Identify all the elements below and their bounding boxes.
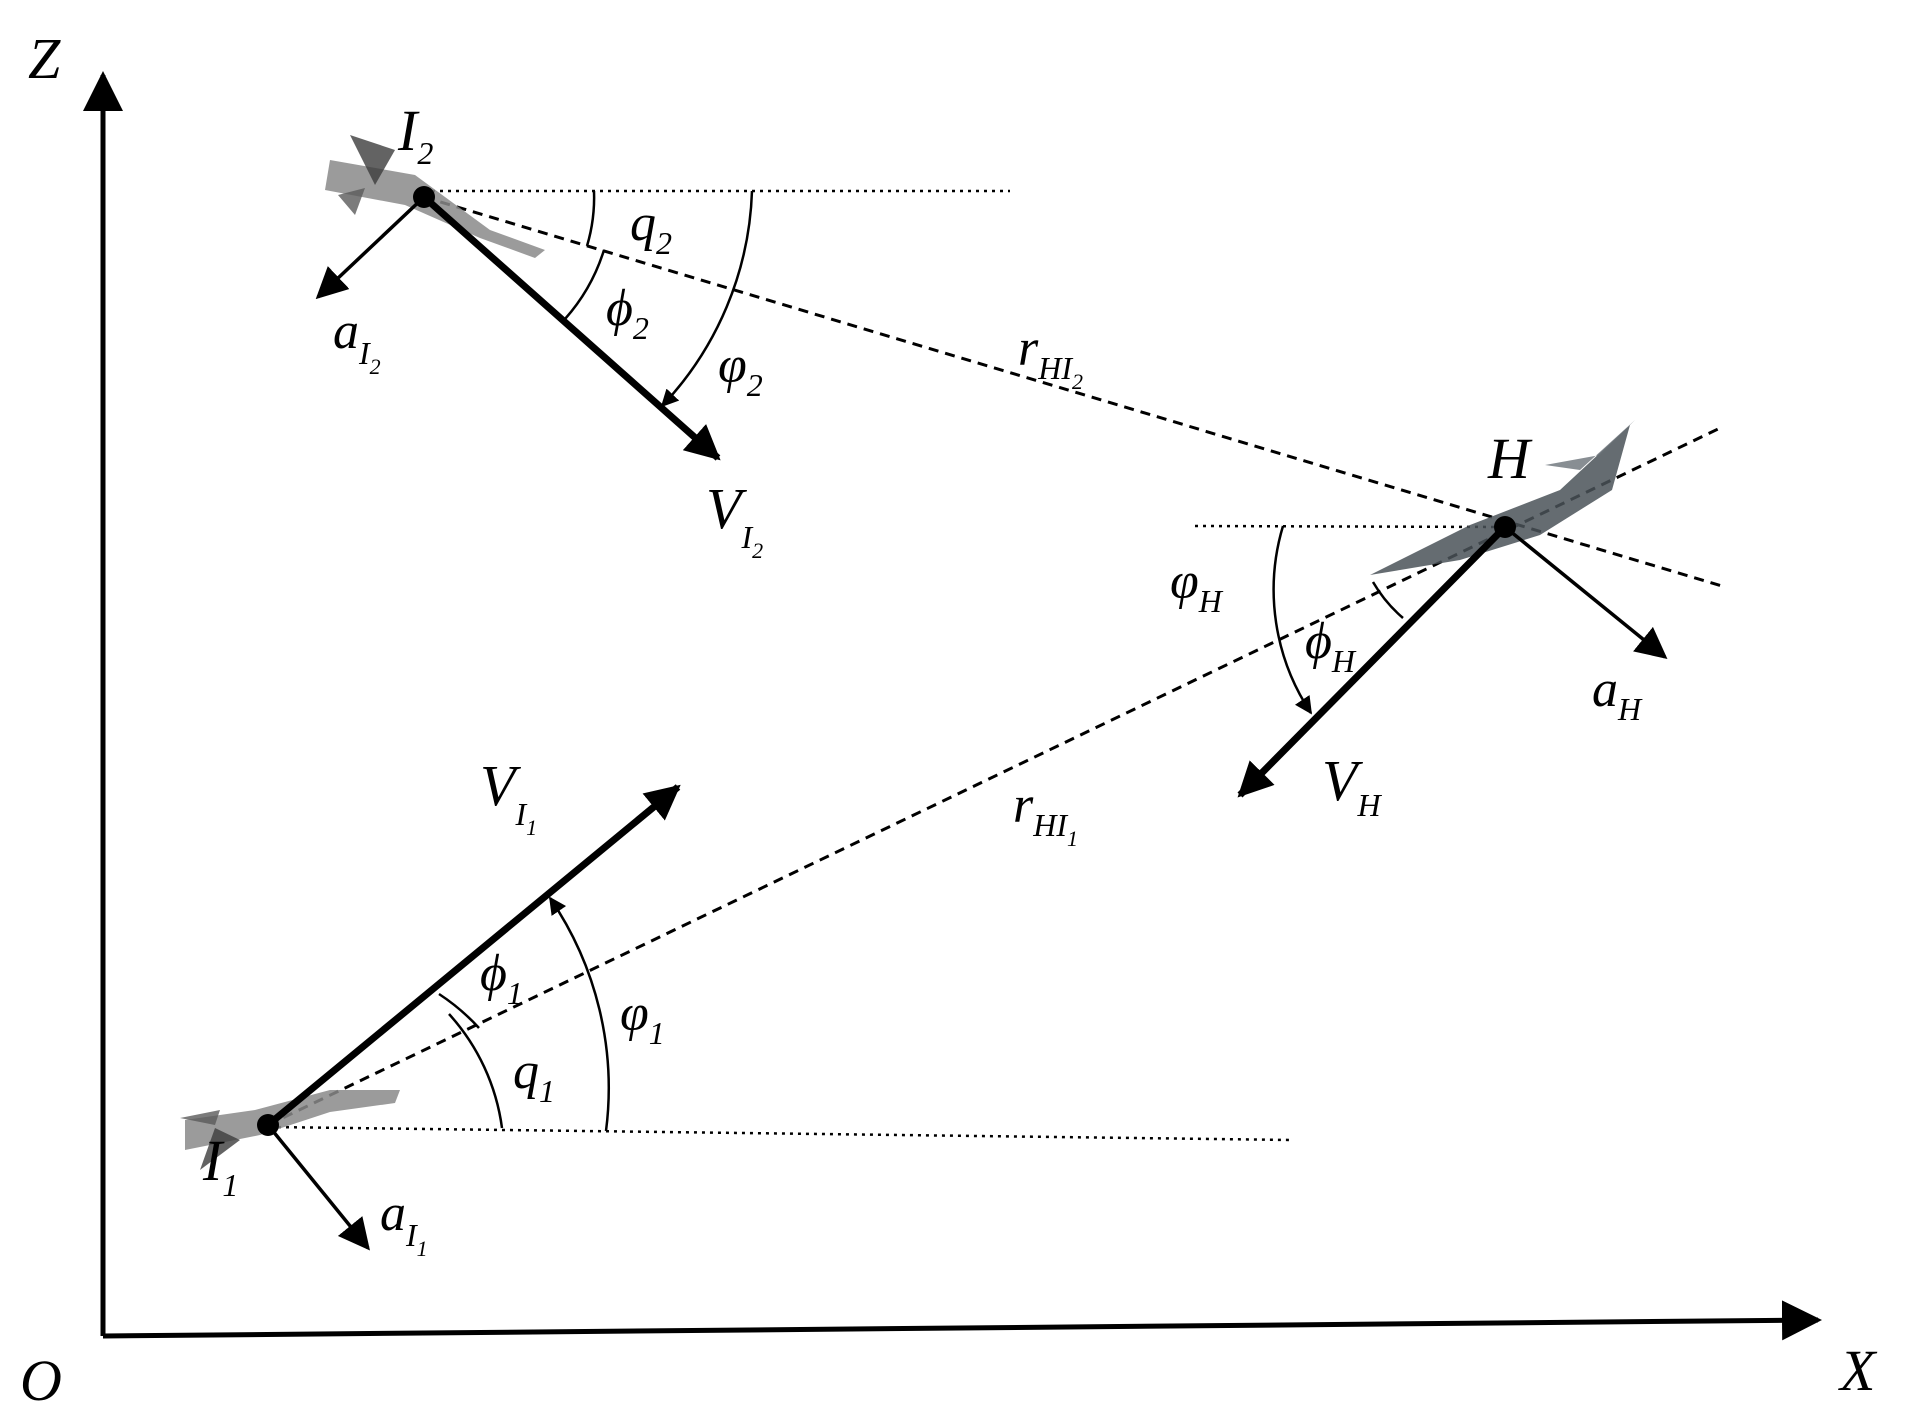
angle-label-path1: ϕ1 <box>480 945 523 1011</box>
line-of-sight-i1-h <box>267 427 1719 1127</box>
target-aircraft-icon <box>1370 420 1635 575</box>
range-label-r2: rHI2 <box>1018 320 1083 394</box>
angle-arc-leadH <box>1272 525 1313 715</box>
accel-vector-i1 <box>266 1123 370 1251</box>
angle-label-lead2: φ2 <box>718 337 763 403</box>
angle-arc-path1 <box>438 992 480 1029</box>
interceptor-1-label: I1 <box>202 1128 238 1203</box>
velocity-label-i1: VI1 <box>480 753 537 840</box>
velocity-vector-h <box>1237 524 1508 798</box>
range-label-r1: rHI1 <box>1013 777 1078 851</box>
angle-arc-q2 <box>585 190 596 247</box>
angle-label-lead1: φ1 <box>620 985 665 1051</box>
interceptor-1-point <box>257 1114 279 1136</box>
interceptor-1-icon <box>180 1090 400 1170</box>
interceptor-2-icon <box>325 135 545 258</box>
accel-vector-i2 <box>315 195 426 300</box>
accel-vector-h <box>1503 525 1668 659</box>
angle-arc-pathH <box>1371 581 1404 619</box>
x-axis <box>102 1300 1822 1341</box>
accel-label-i1: aI1 <box>380 1185 428 1261</box>
velocity-vector-i2 <box>421 194 721 461</box>
accel-label-i2: aI2 <box>333 303 381 379</box>
reference-line-i1 <box>269 1125 1293 1142</box>
angle-arc-lead2 <box>660 190 754 408</box>
reference-line-h <box>1194 524 1506 529</box>
velocity-vector-i1 <box>265 784 681 1128</box>
angle-arc-q1 <box>448 1013 504 1129</box>
angle-label-pathH: ϕH <box>1305 613 1357 679</box>
origin-label: O <box>20 1348 62 1413</box>
velocity-label-h: VH <box>1322 748 1382 823</box>
velocity-label-i2: VI2 <box>706 476 763 563</box>
target-point <box>1494 516 1516 538</box>
target-label: H <box>1487 426 1533 491</box>
angle-arc-lead1 <box>548 896 610 1132</box>
z-axis-label: Z <box>28 26 61 91</box>
angle-label-q2: q2 <box>630 195 672 261</box>
x-axis-label: X <box>1838 1338 1878 1403</box>
angle-label-leadH: φH <box>1170 553 1224 619</box>
interceptor-2-label: I2 <box>397 98 433 171</box>
angle-arc-path2 <box>564 249 606 320</box>
interceptor-2-point <box>413 186 435 208</box>
angle-label-q1: q1 <box>513 1043 555 1109</box>
accel-label-h: aH <box>1592 661 1643 727</box>
angle-label-path2: ϕ2 <box>606 280 649 346</box>
